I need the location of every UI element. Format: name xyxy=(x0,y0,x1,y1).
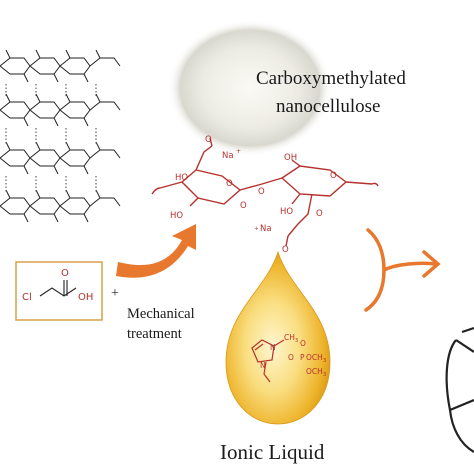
process-arrow-curved xyxy=(116,224,196,278)
cmc-ho-1: HO xyxy=(170,211,183,221)
cmc-o-ring-2: O xyxy=(330,171,337,181)
merge-arrow xyxy=(364,228,441,312)
cmc-o-link-2: O xyxy=(240,201,247,211)
il-ch3: CH xyxy=(284,333,295,342)
cellulose-chain-row xyxy=(0,93,121,127)
reagent-box xyxy=(15,261,103,321)
cellulose-chain-stack xyxy=(0,49,121,223)
il-ch3-sub: 3 xyxy=(295,338,298,344)
cmc-na-top-charge: + xyxy=(236,148,241,155)
product-label-line1: Carboxymethylated xyxy=(256,68,406,89)
cmc-na-bottom-charge: + xyxy=(254,226,259,232)
il-p: P xyxy=(300,353,305,362)
cmc-ho-2: HO xyxy=(175,173,188,183)
cmc-o-link-1: O xyxy=(258,187,265,197)
cellulose-chain-row xyxy=(0,189,121,223)
cmc-o-ring-1: O xyxy=(226,179,233,189)
cellulose-chain-row xyxy=(0,141,121,175)
chloroacetic-acid-structure xyxy=(39,280,77,297)
cmc-ho-3: HO xyxy=(280,207,293,217)
il-o-minus: O xyxy=(288,353,294,362)
imidazolium-structure xyxy=(251,339,285,383)
plus-sign: + xyxy=(111,286,119,301)
il-o-dbl: O xyxy=(300,339,306,348)
nanocellulose-powder-photo xyxy=(168,20,332,156)
cmc-o-link-3: O xyxy=(316,209,323,219)
cmc-na-bottom: Na xyxy=(260,224,272,234)
ionic-liquid-label: Ionic Liquid xyxy=(220,440,325,464)
il-n: N xyxy=(260,361,266,370)
cellulose-chain-row xyxy=(0,49,121,83)
reagent-oh: OH xyxy=(78,292,93,303)
reagent-cl: Cl xyxy=(22,292,32,303)
cmc-oh-1: OH xyxy=(284,153,297,163)
cmc-na-top: Na xyxy=(222,151,234,161)
cmc-o-minus-bottom: O xyxy=(282,245,289,255)
reagent-o: O xyxy=(61,268,69,279)
il-och3-a-sub: 3 xyxy=(323,358,326,364)
hydrogen-bonds xyxy=(5,84,97,192)
product-sketch xyxy=(445,326,474,453)
ionic-liquid-drop xyxy=(225,250,331,425)
cmc-o-minus-top: O xyxy=(205,135,212,145)
carboxymethyl-cellulose-structure xyxy=(151,137,379,247)
product-label-line2: nanocellulose xyxy=(276,96,381,117)
il-och3-b: OCH xyxy=(306,367,323,376)
il-n-plus: N xyxy=(270,343,276,352)
treatment-label-line2: treatment xyxy=(127,326,182,342)
il-och3-a: OCH xyxy=(306,353,323,362)
il-och3-b-sub: 3 xyxy=(323,372,326,378)
treatment-label-line1: Mechanical xyxy=(127,306,195,322)
